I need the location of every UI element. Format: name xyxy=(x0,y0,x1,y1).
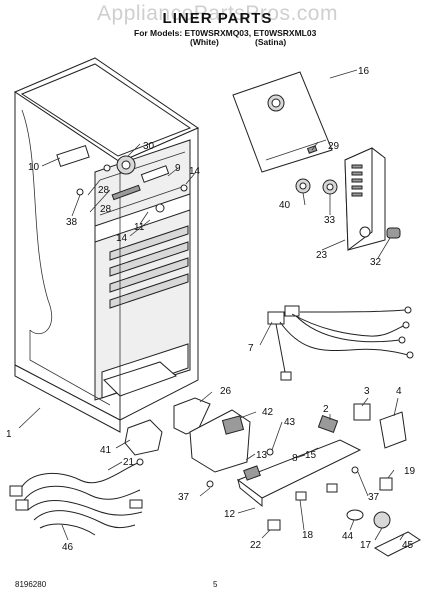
callout-42: 42 xyxy=(262,407,274,418)
callout-labels: 1 2 3 4 7 8 9 10 11 12 13 14 14 15 16 17… xyxy=(6,66,416,553)
wire-harness-lower xyxy=(9,458,144,536)
callout-43: 43 xyxy=(284,417,296,428)
callout-23: 23 xyxy=(316,250,328,261)
callout-21: 21 xyxy=(123,457,135,468)
leader-lines xyxy=(18,69,405,541)
callout-44: 44 xyxy=(342,531,354,542)
callout-37b: 37 xyxy=(368,492,380,503)
part-22 xyxy=(267,519,281,531)
callout-29: 29 xyxy=(328,141,340,152)
callout-17: 17 xyxy=(360,540,372,551)
callout-19: 19 xyxy=(404,466,416,477)
callout-14a: 14 xyxy=(116,233,128,244)
callout-8: 8 xyxy=(292,453,298,464)
part-44 xyxy=(346,509,364,521)
callout-12: 12 xyxy=(224,509,236,520)
screw-37a xyxy=(206,480,214,488)
callout-1: 1 xyxy=(6,429,12,440)
callout-28a: 28 xyxy=(98,185,110,196)
callout-13: 13 xyxy=(256,450,268,461)
callout-30: 30 xyxy=(143,141,155,152)
callout-33: 33 xyxy=(324,215,336,226)
screw-37b xyxy=(351,466,359,474)
callout-10: 10 xyxy=(28,162,40,173)
part-45 xyxy=(373,531,421,557)
document-number: 8196280 xyxy=(15,580,47,589)
part-2 xyxy=(317,414,339,434)
callout-15: 15 xyxy=(305,450,317,461)
callout-32: 32 xyxy=(370,257,382,268)
callout-22: 22 xyxy=(250,540,262,551)
callout-28b: 28 xyxy=(100,204,112,215)
liner-cabinet xyxy=(13,57,200,433)
bracket-41 xyxy=(124,419,163,456)
variant-white: (White) xyxy=(190,37,219,47)
callout-11: 11 xyxy=(134,222,145,233)
callout-46: 46 xyxy=(62,542,74,553)
callout-9: 9 xyxy=(175,163,181,174)
callout-2: 2 xyxy=(323,404,329,415)
page-title: LINER PARTS xyxy=(162,10,273,27)
variant-satina: (Satina) xyxy=(255,37,287,47)
part-4 xyxy=(379,411,407,449)
cap-32 xyxy=(386,227,401,239)
callout-41: 41 xyxy=(100,445,112,456)
part-43 xyxy=(266,448,274,456)
shelf-ribs xyxy=(109,225,189,309)
callout-45: 45 xyxy=(402,540,414,551)
control-panel xyxy=(344,147,386,251)
page-number: 5 xyxy=(213,580,218,589)
callout-16: 16 xyxy=(358,66,370,77)
part-8 xyxy=(326,483,338,493)
wiring-harness xyxy=(267,305,414,381)
light-housing xyxy=(189,409,251,473)
callout-26: 26 xyxy=(220,386,232,397)
callout-3: 3 xyxy=(364,386,370,397)
grille-slots xyxy=(351,164,363,197)
models-line: For Models: ET0WSRXMQ03, ET0WSRXML03 xyxy=(134,28,317,38)
callout-4: 4 xyxy=(396,386,402,397)
part-18 xyxy=(295,491,307,501)
watermark-text: AppliancePartsPros.com xyxy=(97,2,338,25)
callout-18: 18 xyxy=(302,530,314,541)
callout-37a: 37 xyxy=(178,492,190,503)
evaporator-cover xyxy=(232,71,333,173)
lower-housing xyxy=(236,439,362,508)
callout-14b: 14 xyxy=(189,166,201,177)
part-3 xyxy=(353,403,371,421)
bulb-17 xyxy=(373,511,391,529)
callout-40: 40 xyxy=(279,200,291,211)
part-19 xyxy=(379,477,393,491)
callout-38: 38 xyxy=(66,217,78,228)
callout-7: 7 xyxy=(248,343,254,354)
